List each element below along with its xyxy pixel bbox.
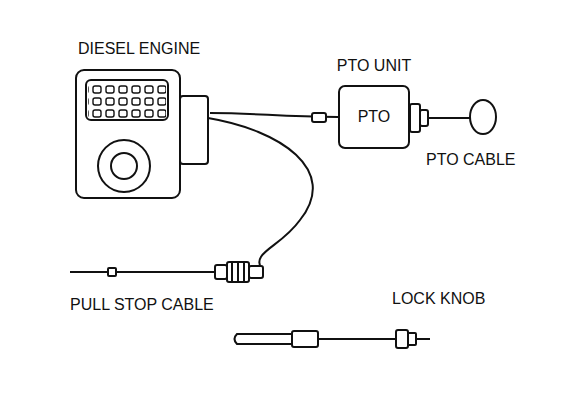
part-name: PTO UNIT bbox=[337, 57, 411, 75]
part-name: LOCK KNOB bbox=[392, 290, 485, 308]
pto-box: PTO UNITPTO bbox=[338, 85, 410, 149]
part-name: DIESEL ENGINE bbox=[78, 40, 200, 58]
pull-stop-cable-drawing bbox=[70, 118, 313, 282]
engine-drawing bbox=[76, 70, 208, 198]
box-label: PTO bbox=[358, 108, 391, 126]
part-name: PULL STOP CABLE bbox=[70, 296, 214, 314]
part-name: PTO CABLE bbox=[426, 151, 516, 169]
engine-block: DIESEL ENGINE bbox=[72, 38, 212, 200]
lock-knob-drawing bbox=[235, 330, 431, 348]
